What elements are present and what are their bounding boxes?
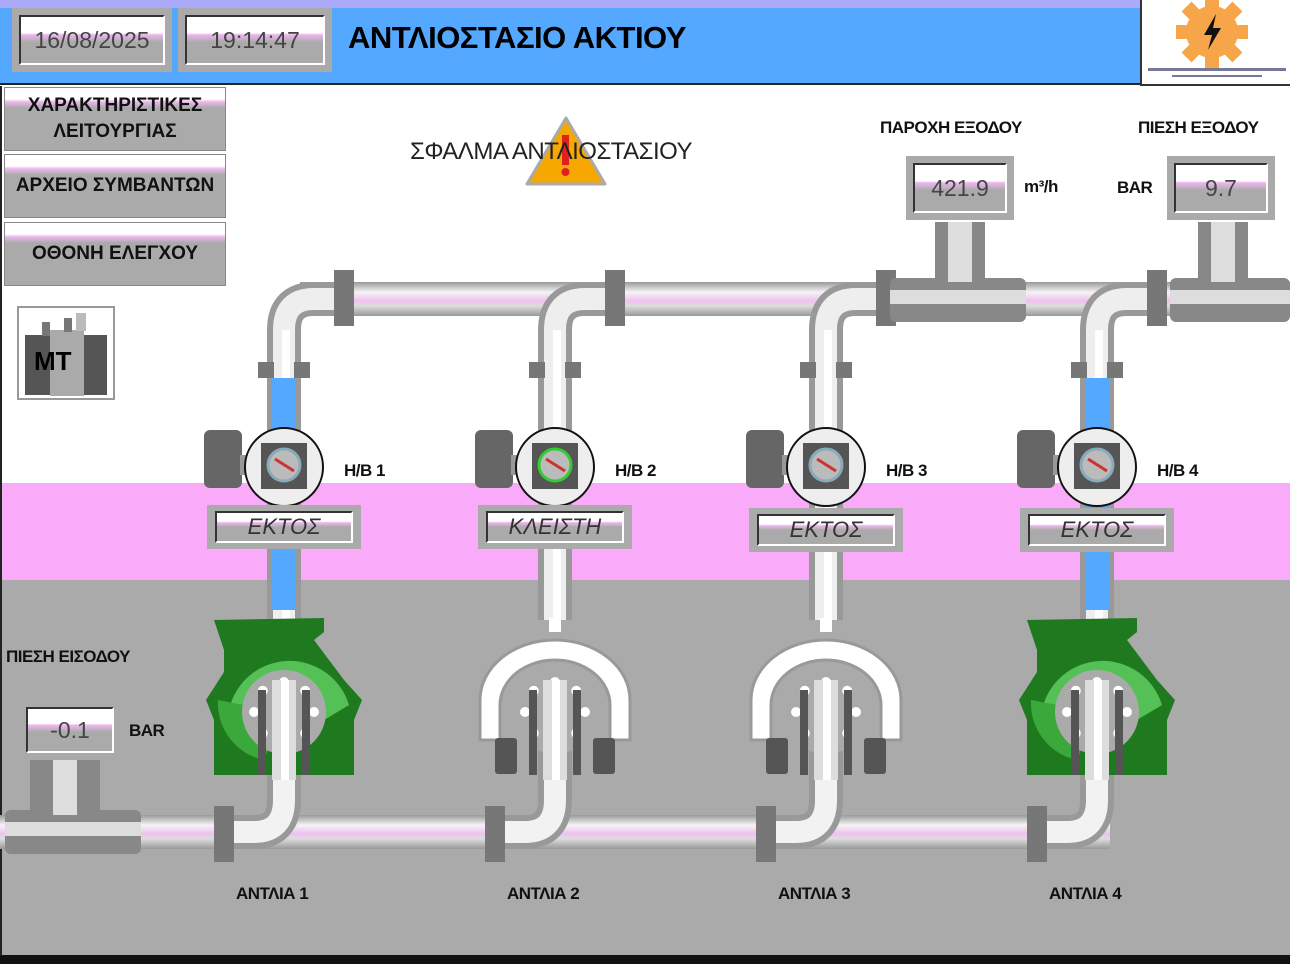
pump-3-riser xyxy=(746,270,903,862)
page-title: ΑΝΤΛΙΟΣΤΑΣΙΟ ΑΚΤΙΟΥ xyxy=(348,20,686,55)
transformer-label[interactable]: MT xyxy=(34,346,72,376)
inlet-pressure-display: -0.1 xyxy=(22,703,118,757)
pump-3-label[interactable]: ΑΝΤΛΙΑ 3 xyxy=(778,884,851,903)
company-logo xyxy=(1140,0,1290,86)
bottom-edge xyxy=(0,955,1290,964)
valve-1-status: ΕΚΤΟΣ xyxy=(215,511,353,543)
outlet-flow-value: 421.9 xyxy=(913,163,1007,213)
valve-2-status-box[interactable]: ΚΛΕΙΣΤΗ xyxy=(478,505,632,549)
nav-operating-characteristics[interactable]: ΧΑΡΑΚΤΗΡΙΣΤΙΚΕΣ ΛΕΙΤΟΥΡΓΙΑΣ xyxy=(4,87,226,151)
transformer-icon xyxy=(17,306,115,400)
valve-2-label[interactable]: Η/Β 2 xyxy=(615,461,656,480)
outlet-pressure-unit: BAR xyxy=(1117,178,1153,197)
outlet-flow-display: 421.9 xyxy=(906,156,1014,220)
valve-1-label[interactable]: Η/Β 1 xyxy=(344,461,385,480)
warning-icon xyxy=(525,116,607,186)
valve-4-label[interactable]: Η/Β 4 xyxy=(1157,461,1198,480)
outlet-pressure-label: ΠΙΕΣΗ ΕΞΟΔΟΥ xyxy=(1138,118,1259,137)
nav-event-log[interactable]: ΑΡΧΕΙΟ ΣΥΜΒΑΝΤΩΝ xyxy=(4,154,226,218)
pump-4-label[interactable]: ΑΝΤΛΙΑ 4 xyxy=(1049,884,1122,903)
valve-3-status-box[interactable]: ΕΚΤΟΣ xyxy=(749,508,903,552)
valve-3-label[interactable]: Η/Β 3 xyxy=(886,461,927,480)
time-value: 19:14:47 xyxy=(185,15,325,65)
date-value: 16/08/2025 xyxy=(19,15,165,65)
nav-control-screen[interactable]: ΟΘΟΝΗ ΕΛΕΓΧΟΥ xyxy=(4,222,226,286)
inlet-pressure-unit: BAR xyxy=(129,721,165,740)
pump-1-riser xyxy=(204,270,362,862)
left-edge xyxy=(0,86,2,956)
valve-4-status-box[interactable]: ΕΚΤΟΣ xyxy=(1020,508,1174,552)
gear-lightning-logo-icon xyxy=(1148,0,1286,77)
outlet-pressure-display: 9.7 xyxy=(1167,156,1275,220)
valve-3-status: ΕΚΤΟΣ xyxy=(757,514,895,546)
valve-2-status: ΚΛΕΙΣΤΗ xyxy=(486,511,624,543)
alarm-text: ΣΦΑΛΜΑ ΑΝΤΛΙΟΣΤΑΣΙΟΥ xyxy=(410,138,693,165)
outlet-pressure-value: 9.7 xyxy=(1174,163,1268,213)
inlet-pressure-label: ΠΙΕΣΗ ΕΙΣΟΔΟΥ xyxy=(6,647,130,666)
outlet-flow-unit: m³/h xyxy=(1024,177,1058,196)
inlet-pressure-value: -0.1 xyxy=(26,707,114,753)
pump-4-riser xyxy=(1017,270,1175,862)
outlet-flow-label: ΠΑΡΟΧΗ ΕΞΟΔΟΥ xyxy=(880,118,1022,137)
time-display: 19:14:47 xyxy=(178,8,332,72)
date-display: 16/08/2025 xyxy=(12,8,172,72)
pump-1-label[interactable]: ΑΝΤΛΙΑ 1 xyxy=(236,884,309,903)
pump-2-label[interactable]: ΑΝΤΛΙΑ 2 xyxy=(507,884,580,903)
valve-4-status: ΕΚΤΟΣ xyxy=(1028,514,1166,546)
valve-1-status-box[interactable]: ΕΚΤΟΣ xyxy=(207,505,361,549)
pump-2-riser xyxy=(475,270,632,862)
